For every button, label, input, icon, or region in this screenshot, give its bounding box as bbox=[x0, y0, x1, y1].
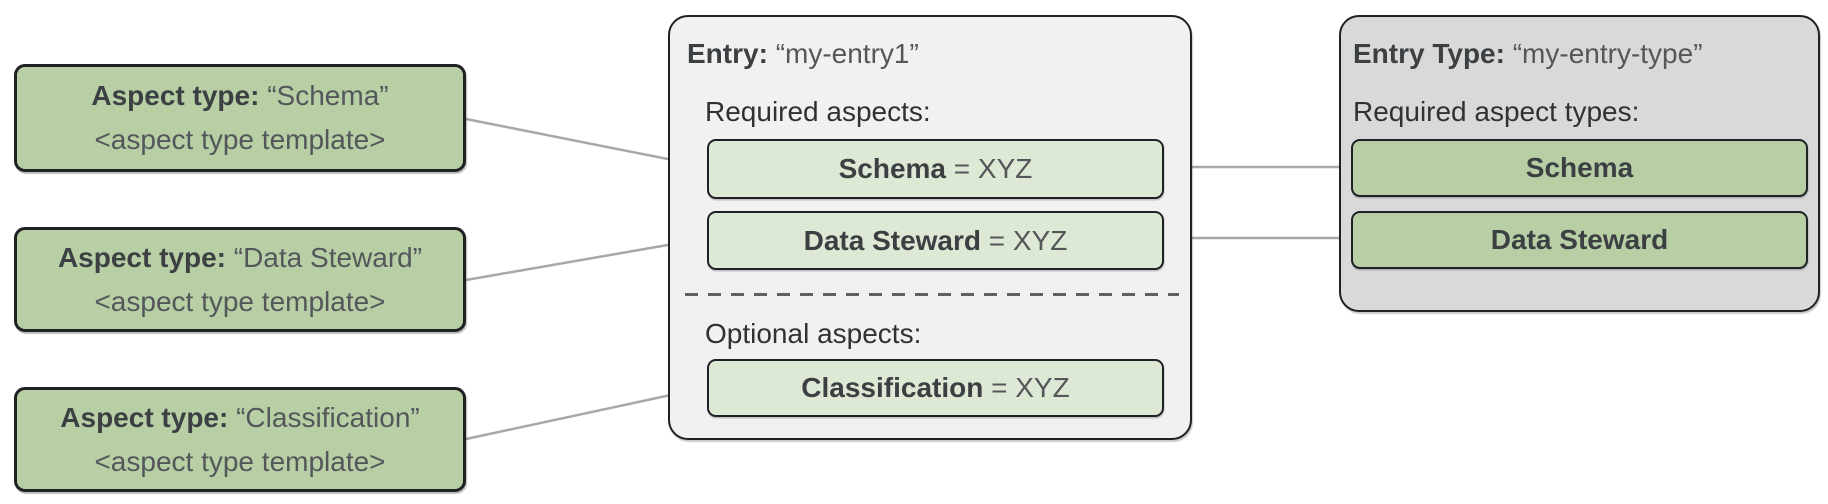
entry-type-aspect-text: Schema bbox=[1526, 152, 1633, 184]
connector-schema-to-entry bbox=[465, 117, 709, 169]
entry-type-header: Entry Type: “my-entry-type” bbox=[1353, 37, 1703, 71]
entry-type-aspect-text: Data Steward bbox=[1491, 224, 1668, 256]
entry-aspect-text: Schema = XYZ bbox=[839, 153, 1033, 185]
aspect-type-name: “Schema” bbox=[267, 80, 389, 111]
aspect-type-label: Aspect type: bbox=[57, 241, 226, 273]
entry-label: Entry: bbox=[687, 38, 768, 69]
entry-aspect-name: Data Steward bbox=[803, 224, 982, 256]
aspect-type-box-classification: Aspect type: “Classification” <aspect ty… bbox=[14, 387, 466, 492]
entry-aspect-text: Classification = XYZ bbox=[801, 372, 1069, 404]
aspect-type-box-schema: Aspect type: “Schema” <aspect type templ… bbox=[14, 64, 466, 172]
entry-type-aspect-name: Schema bbox=[1525, 152, 1634, 183]
entry-aspect-schema: Schema = XYZ bbox=[707, 139, 1164, 199]
required-aspect-types-heading: Required aspect types: bbox=[1353, 96, 1640, 127]
entry-type-aspect-schema: Schema bbox=[1351, 139, 1808, 197]
entry-type-aspect-name: Data Steward bbox=[1490, 224, 1669, 255]
entry-aspect-value: = XYZ bbox=[953, 153, 1033, 184]
aspect-type-template: <aspect type template> bbox=[94, 285, 386, 317]
aspect-type-template: <aspect type template> bbox=[94, 445, 386, 477]
aspect-type-box-data-steward: Aspect type: “Data Steward” <aspect type… bbox=[14, 227, 466, 332]
connector-data-steward-to-entry bbox=[465, 236, 709, 282]
entry-aspect-text: Data Steward = XYZ bbox=[804, 225, 1068, 257]
aspect-type-name: “Classification” bbox=[236, 401, 420, 433]
entry-type-name: “my-entry-type” bbox=[1512, 38, 1703, 69]
entry-type-label: Entry Type: bbox=[1353, 38, 1505, 69]
entry-type-panel: Entry Type: “my-entry-type” Required asp… bbox=[1339, 15, 1820, 312]
aspect-type-label: Aspect type: bbox=[60, 401, 229, 433]
entry-aspect-value: = XYZ bbox=[991, 372, 1070, 403]
connector-classification-to-entry bbox=[465, 385, 709, 441]
aspect-type-title: Aspect type: “Schema” bbox=[91, 81, 388, 111]
required-optional-divider bbox=[685, 293, 1179, 296]
entry-type-aspect-data-steward: Data Steward bbox=[1351, 211, 1808, 269]
aspect-type-label: Aspect type: bbox=[91, 80, 260, 111]
aspect-type-title: Aspect type: “Data Steward” bbox=[57, 241, 423, 273]
entry-aspect-classification: Classification = XYZ bbox=[707, 359, 1164, 417]
aspect-type-template: <aspect type template> bbox=[94, 124, 386, 155]
entry-aspect-name: Schema bbox=[838, 153, 947, 184]
aspect-type-name: “Data Steward” bbox=[233, 241, 423, 273]
optional-aspects-heading: Optional aspects: bbox=[705, 318, 922, 349]
entry-aspect-data-steward: Data Steward = XYZ bbox=[707, 211, 1164, 270]
entry-header: Entry: “my-entry1” bbox=[687, 37, 919, 71]
required-aspects-heading: Required aspects: bbox=[705, 96, 931, 127]
entry-panel: Entry: “my-entry1” Required aspects: Sch… bbox=[668, 15, 1192, 440]
entry-aspect-name: Classification bbox=[801, 372, 984, 403]
entry-aspect-value: = XYZ bbox=[988, 224, 1068, 256]
entry-name: “my-entry1” bbox=[775, 38, 919, 69]
aspect-type-title: Aspect type: “Classification” bbox=[60, 401, 420, 433]
